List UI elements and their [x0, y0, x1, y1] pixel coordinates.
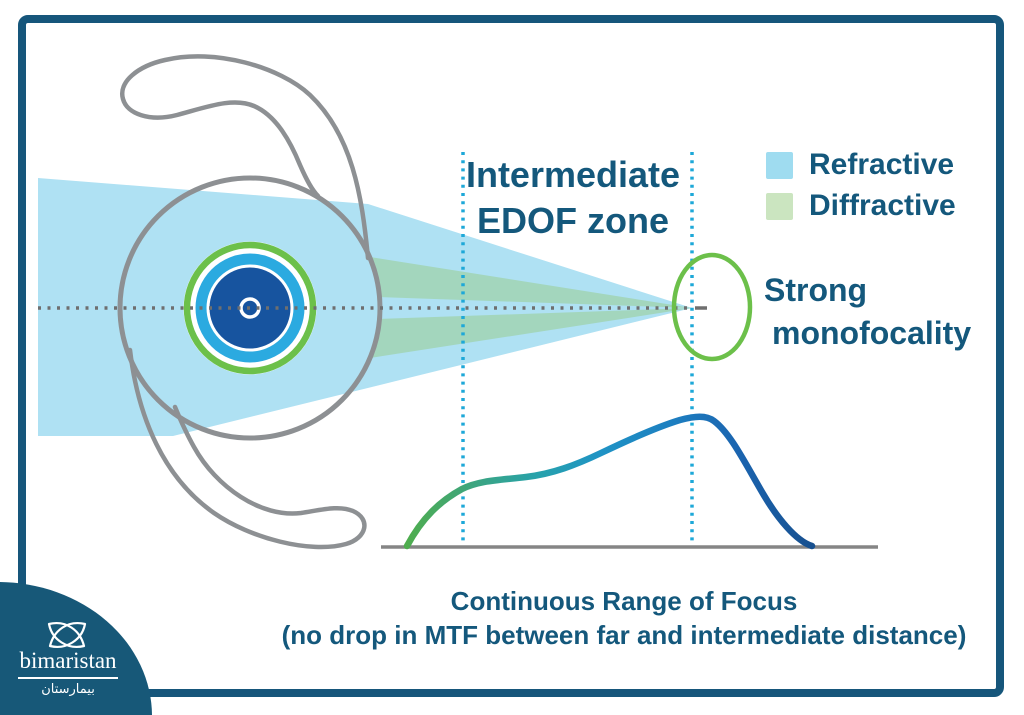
strong-monofocality-line2: monofocality [772, 315, 972, 351]
focal-ellipse [671, 252, 753, 362]
logo-wordmark: bimaristan [19, 648, 117, 673]
edof-zone-label: Intermediate EDOF zone [445, 152, 701, 244]
logo-divider [18, 677, 118, 679]
mtf-curve [403, 413, 816, 550]
legend-item-diffractive: Diffractive [766, 189, 956, 222]
edof-zone-label-line2: EDOF zone [476, 200, 669, 241]
strong-monofocality-line1: Strong [764, 272, 868, 308]
logo-wordmark-arabic: بيمارستان [41, 682, 95, 697]
diffractive-beam-upper [370, 257, 692, 308]
refractive-swatch [766, 151, 793, 179]
legend-item-refractive: Refractive [766, 148, 956, 181]
edof-zone-label-line1: Intermediate [465, 154, 681, 195]
logo-corner-disc [0, 582, 152, 715]
caption: Continuous Range of Focus (no drop in MT… [224, 584, 1024, 652]
refractive-beam [38, 178, 692, 436]
diffractive-swatch [766, 192, 793, 220]
caption-line2: (no drop in MTF between far and intermed… [281, 620, 967, 650]
bimaristan-logo: bimaristan بيمارستان [4, 648, 132, 697]
caption-line1: Continuous Range of Focus [450, 586, 798, 616]
frame-border [18, 15, 1004, 697]
leaf-logo-icon [47, 622, 87, 648]
diffractive-beam-lower [370, 308, 692, 358]
legend-label-diffractive: Diffractive [809, 189, 956, 222]
beam-legend: Refractive Diffractive [766, 148, 956, 232]
iol-haptic-upper [120, 54, 371, 261]
iol-haptic-lower [127, 347, 367, 550]
strong-monofocality-label: Strong monofocality [764, 269, 971, 355]
legend-label-refractive: Refractive [809, 148, 955, 181]
